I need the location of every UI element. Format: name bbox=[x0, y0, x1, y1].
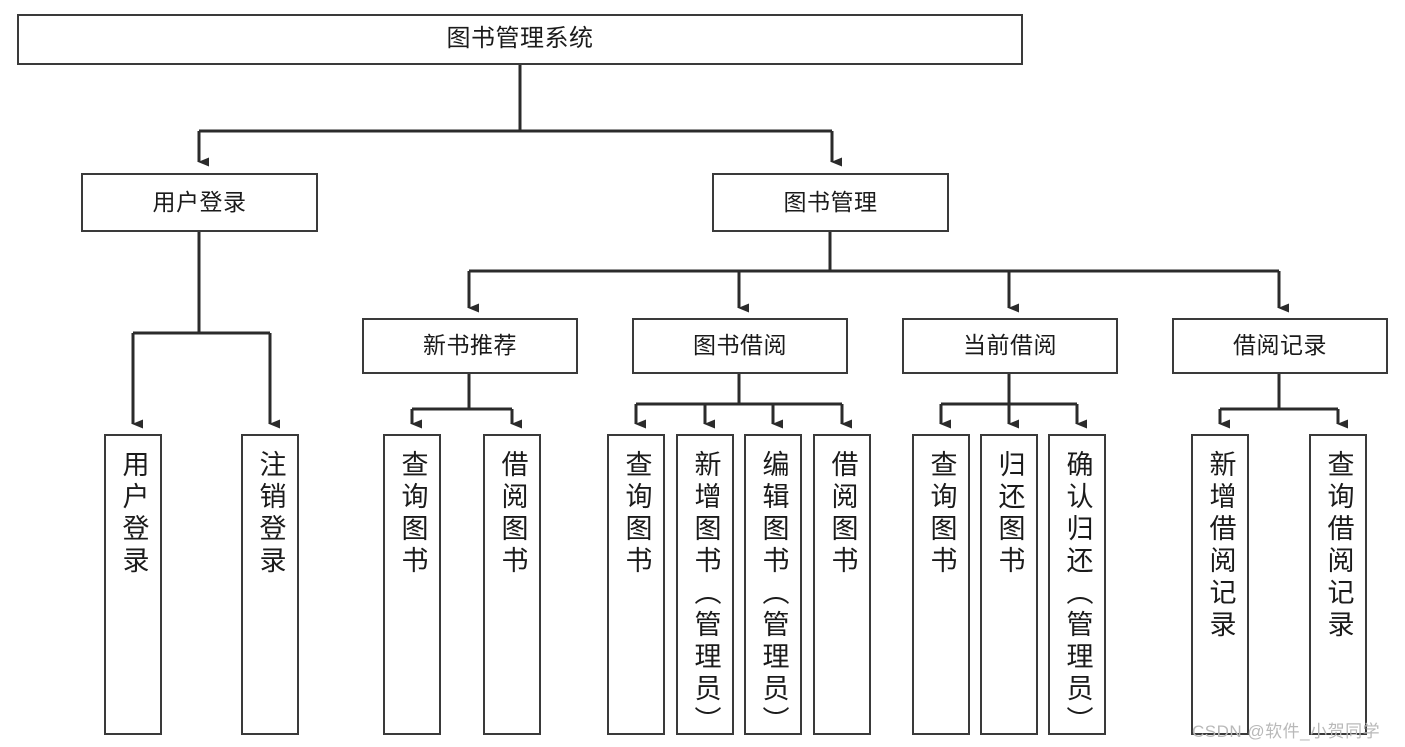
node-label: 新增借阅记录 bbox=[1205, 450, 1236, 642]
node-label: 借阅图书 bbox=[827, 450, 858, 578]
node-label: 当前借阅 bbox=[963, 332, 1057, 359]
node-book-management-system[interactable]: 图书管理系统 bbox=[17, 14, 1023, 65]
leaf-user-login[interactable]: 用户登录 bbox=[104, 434, 162, 735]
node-book-management[interactable]: 图书管理 bbox=[712, 173, 949, 232]
node-borrow-record[interactable]: 借阅记录 bbox=[1172, 318, 1388, 374]
node-current-borrow[interactable]: 当前借阅 bbox=[902, 318, 1118, 374]
node-label: 归还图书 bbox=[994, 450, 1025, 578]
node-label: 图书借阅 bbox=[693, 332, 787, 359]
node-label: 图书管理系统 bbox=[446, 25, 594, 53]
leaf-recommend-query-book[interactable]: 查询图书 bbox=[383, 434, 441, 735]
leaf-current-return-book[interactable]: 归还图书 bbox=[980, 434, 1038, 735]
node-label: 图书管理 bbox=[783, 188, 878, 215]
node-label: 借阅记录 bbox=[1233, 332, 1327, 359]
leaf-current-query-book[interactable]: 查询图书 bbox=[912, 434, 970, 735]
node-label: 确认归还（管理员） bbox=[1062, 450, 1093, 738]
node-label: 新增图书（管理员） bbox=[690, 450, 721, 738]
node-label: 借阅图书 bbox=[497, 450, 528, 578]
node-label: 编辑图书（管理员） bbox=[758, 450, 789, 738]
leaf-borrow-add-book-admin[interactable]: 新增图书（管理员） bbox=[676, 434, 734, 738]
leaf-borrow-query-book[interactable]: 查询图书 bbox=[607, 434, 665, 735]
node-book-borrow[interactable]: 图书借阅 bbox=[632, 318, 848, 374]
leaf-borrow-edit-book-admin[interactable]: 编辑图书（管理员） bbox=[744, 434, 802, 738]
node-user-login[interactable]: 用户登录 bbox=[81, 173, 318, 232]
node-label: 查询图书 bbox=[621, 450, 652, 578]
leaf-user-logout[interactable]: 注销登录 bbox=[241, 434, 299, 735]
node-label: 新书推荐 bbox=[423, 332, 517, 359]
leaf-record-add-borrow-record[interactable]: 新增借阅记录 bbox=[1191, 434, 1249, 735]
node-label: 查询图书 bbox=[397, 450, 428, 578]
leaf-current-confirm-return-admin[interactable]: 确认归还（管理员） bbox=[1048, 434, 1106, 738]
node-label: 注销登录 bbox=[255, 450, 286, 578]
node-label: 查询借阅记录 bbox=[1323, 450, 1354, 642]
csdn-watermark: CSDN @软件_小贺同学 bbox=[1192, 722, 1381, 741]
node-label: 查询图书 bbox=[926, 450, 957, 578]
leaf-recommend-borrow-book[interactable]: 借阅图书 bbox=[483, 434, 541, 735]
leaf-record-query-borrow-record[interactable]: 查询借阅记录 bbox=[1309, 434, 1367, 735]
leaf-borrow-borrow-book[interactable]: 借阅图书 bbox=[813, 434, 871, 735]
node-label: 用户登录 bbox=[152, 188, 247, 215]
node-label: 用户登录 bbox=[118, 450, 149, 578]
node-new-book-recommend[interactable]: 新书推荐 bbox=[362, 318, 578, 374]
